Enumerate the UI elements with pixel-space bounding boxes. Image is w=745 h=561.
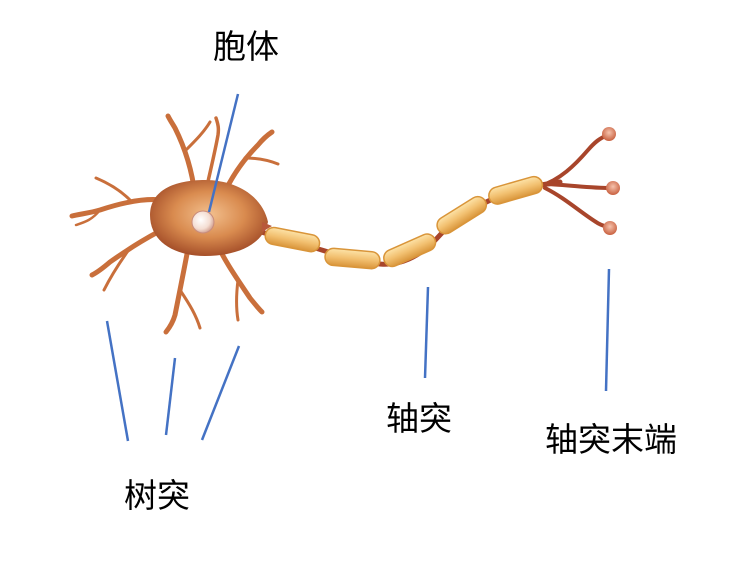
dendrite-branch <box>203 116 221 197</box>
myelin-segment <box>264 226 321 253</box>
soma <box>150 180 272 256</box>
axon-terminal-label: 轴突末端 <box>545 420 677 459</box>
dendrite-branch <box>212 237 265 315</box>
terminal-bouton <box>606 181 620 195</box>
dendrite-branch <box>74 208 102 227</box>
terminal-bouton <box>602 127 616 141</box>
dendrite-branch <box>94 176 132 202</box>
dendrite-branch <box>102 246 132 292</box>
myelin-segment <box>488 175 544 205</box>
dendrite-pointer <box>164 357 177 436</box>
soma-pointer <box>207 93 240 213</box>
pointer-lines <box>105 93 611 442</box>
myelin-segment <box>436 195 488 235</box>
dendrite-branch <box>178 288 202 330</box>
axon-terminal-pointer <box>604 268 611 392</box>
myelin-segment <box>324 247 381 270</box>
soma-label: 胞体 <box>213 27 279 66</box>
myelin-sheaths <box>264 175 544 270</box>
dendrite-pointer <box>105 320 130 442</box>
axon-pointer <box>423 286 430 379</box>
dendrite-branch <box>243 156 280 166</box>
axon-terminal-branches <box>538 134 612 229</box>
axon-label: 轴突 <box>386 399 452 438</box>
axon-terminals <box>602 127 620 235</box>
nucleus <box>191 210 215 234</box>
myelin-segment <box>383 233 437 268</box>
dendrite-branch <box>219 129 275 201</box>
dendrite-branch <box>184 120 212 152</box>
dendrite-branch <box>235 278 240 322</box>
dendrite-branch <box>165 113 198 198</box>
terminal-bouton <box>603 221 617 235</box>
dendrites-label: 树突 <box>124 476 190 515</box>
dendrite-pointer <box>200 345 241 441</box>
dendrite-branch <box>163 235 193 335</box>
